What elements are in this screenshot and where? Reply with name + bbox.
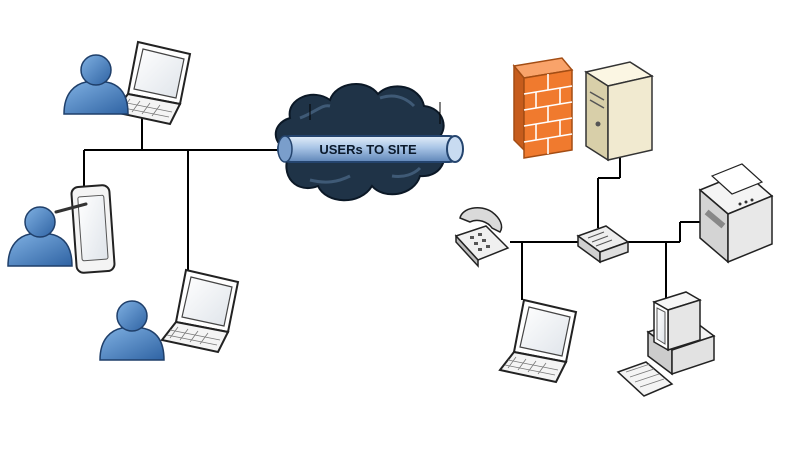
user-icon (7, 206, 73, 267)
server-icon (584, 61, 654, 162)
user-icon (63, 54, 129, 115)
firewall-icon (512, 57, 574, 159)
users-to-site-tunnel: USERs TO SITE (277, 135, 464, 163)
site-laptop (499, 299, 577, 383)
user-tablet (7, 184, 116, 274)
user-laptop-bottom (99, 269, 239, 361)
laptop-icon (499, 299, 577, 383)
printer-icon (698, 163, 774, 264)
tunnel-label: USERs TO SITE (319, 142, 417, 157)
telephone-icon (454, 206, 510, 268)
tablet-icon (54, 184, 116, 274)
network-switch-icon (576, 225, 630, 264)
desktop-computer-icon (616, 291, 716, 397)
user-icon (99, 300, 165, 361)
user-laptop-top (63, 41, 191, 125)
laptop-icon (161, 269, 239, 353)
